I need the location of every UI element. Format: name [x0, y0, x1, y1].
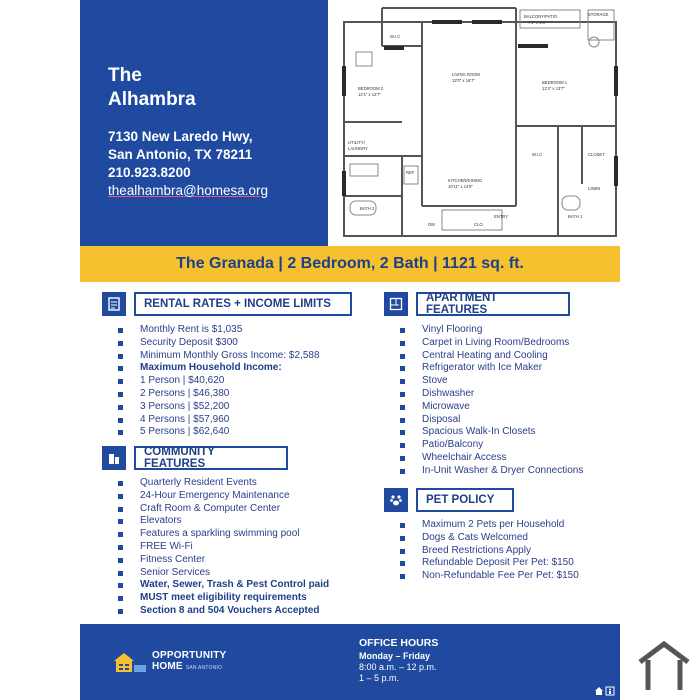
community-section-title: COMMUNITY FEATURES	[134, 446, 288, 470]
rental-list: Monthly Rent is $1,035 Security Deposit …	[118, 324, 320, 439]
home-icon[interactable]	[636, 640, 692, 692]
property-name-line1: The	[108, 65, 142, 86]
list-item: Craft Room & Computer Center	[118, 503, 329, 516]
floorplan-label-bedroom2: BEDROOM 2	[358, 86, 384, 91]
floorplan-label-bath1: BATH 1	[568, 214, 583, 219]
pet-section-title: PET POLICY	[416, 488, 514, 512]
list-item: 24-Hour Emergency Maintenance	[118, 490, 329, 503]
floorplan-label-wic-right: W.I.C	[532, 152, 542, 157]
list-item: Central Heating and Cooling	[400, 350, 583, 363]
apartment-section-header: APARTMENT FEATURES	[384, 292, 570, 316]
apartment-list: Vinyl Flooring Carpet in Living Room/Bed…	[400, 324, 583, 478]
apartment-section-title: APARTMENT FEATURES	[416, 292, 570, 316]
list-item: Breed Restrictions Apply	[400, 545, 579, 558]
list-item: Quarterly Resident Events	[118, 477, 329, 490]
floorplan-label-storage: STORAGE	[588, 12, 609, 17]
office-hours: OFFICE HOURS Monday – Friday 8:00 a.m. –…	[359, 638, 438, 684]
floorplan-label-bath2: BATH 2	[360, 206, 375, 211]
paw-icon	[384, 488, 408, 512]
phone-number[interactable]: 210.923.8200	[108, 165, 191, 180]
list-item: Microwave	[400, 401, 583, 414]
header-panel: The Alhambra 7130 New Laredo Hwy, San An…	[80, 0, 328, 246]
title-band: The Granada | 2 Bedroom, 2 Bath | 1121 s…	[80, 246, 620, 282]
floorplan-label-wic: W.I.C	[390, 34, 400, 39]
office-hours-morning: 8:00 a.m. – 12 p.m.	[359, 662, 437, 672]
floorplan-label-kitchen: KITCHEN/DINING	[448, 178, 482, 183]
list-item: Vinyl Flooring	[400, 324, 583, 337]
list-item: Refundable Deposit Per Pet: $150	[400, 557, 579, 570]
community-list: Quarterly Resident Events 24-Hour Emerge…	[118, 477, 329, 618]
list-item: Fitness Center	[118, 554, 329, 567]
equal-housing-icon	[595, 686, 615, 696]
list-item: 5 Persons | $62,640	[118, 426, 320, 439]
flyer-page: The Alhambra 7130 New Laredo Hwy, San An…	[80, 0, 620, 700]
floorplan-label-dw: DW	[428, 222, 435, 227]
floorplan-label-bedroom2-size: 12'1" x 12'7"	[358, 92, 381, 97]
list-item: Maximum 2 Pets per Household	[400, 519, 579, 532]
floorplan-label-ref: REF	[406, 170, 415, 175]
community-section-header: COMMUNITY FEATURES	[102, 446, 288, 470]
list-item: Patio/Balcony	[400, 439, 583, 452]
logo-mark-icon	[114, 653, 146, 672]
pet-section-header: PET POLICY	[384, 488, 514, 512]
list-item: Refrigerator with Ice Maker	[400, 362, 583, 375]
floorplan-label-clo: CLO	[474, 222, 483, 227]
footer: OPPORTUNITY HOME SAN ANTONIO OFFICE HOUR…	[80, 624, 620, 700]
email-link[interactable]: thealhambra@homesa.org	[108, 183, 269, 198]
list-item: 3 Persons | $52,200	[118, 401, 320, 414]
floorplan-icon	[384, 292, 408, 316]
list-item: In-Unit Washer & Dryer Connections	[400, 465, 583, 478]
list-item: MUST meet eligibility requirements	[118, 592, 329, 605]
contact-block: 7130 New Laredo Hwy, San Antonio, TX 782…	[108, 128, 268, 200]
list-item: Disposal	[400, 414, 583, 427]
floorplan-label-bedroom1: BEDROOM 1	[542, 80, 568, 85]
floorplan-label-living-size: 12'0" x 16'7"	[452, 78, 475, 83]
property-name-line2: Alhambra	[108, 89, 196, 110]
floorplan-label-closet: CLOSET	[588, 152, 605, 157]
list-item: Security Deposit $300	[118, 337, 320, 350]
list-item: Stove	[400, 375, 583, 388]
office-hours-days: Monday – Friday	[359, 651, 431, 661]
list-item: FREE Wi-Fi	[118, 541, 329, 554]
list-item: Carpet in Living Room/Bedrooms	[400, 337, 583, 350]
floorplan-label-kitchen-size: 10'11" x 14'5"	[448, 184, 473, 189]
list-item: Monthly Rent is $1,035	[118, 324, 320, 337]
floorplan-label-balcony-size: 7'4" x 5'6"	[528, 20, 547, 25]
address-line2: San Antonio, TX 78211	[108, 147, 253, 162]
floorplan-label-entry: ENTRY	[494, 214, 508, 219]
rental-section-header: RENTAL RATES + INCOME LIMITS	[102, 292, 352, 316]
rental-section-title: RENTAL RATES + INCOME LIMITS	[134, 292, 352, 316]
list-item: Maximum Household Income:	[118, 362, 320, 375]
address-line1: 7130 New Laredo Hwy,	[108, 129, 253, 144]
list-item: 2 Persons | $46,380	[118, 388, 320, 401]
list-item: 1 Person | $40,620	[118, 375, 320, 388]
office-hours-afternoon: 1 – 5 p.m.	[359, 673, 400, 683]
opportunity-home-logo: OPPORTUNITY HOME SAN ANTONIO	[112, 650, 226, 674]
list-item: Features a sparkling swimming pool	[118, 528, 329, 541]
floorplan-label-utility: UTILITY/	[348, 140, 366, 145]
property-name: The Alhambra	[108, 64, 196, 112]
list-item: Water, Sewer, Trash & Pest Control paid	[118, 579, 329, 592]
floorplan-label-laundry: LAUNDRY	[348, 146, 368, 151]
list-item: 4 Persons | $57,960	[118, 414, 320, 427]
list-item: Wheelchair Access	[400, 452, 583, 465]
office-hours-title: OFFICE HOURS	[359, 637, 439, 649]
floorplan-diagram: W.I.C BALCONY/PATIO 7'4" x 5'6" STORAGE …	[342, 7, 618, 237]
floorplan-label-living: LIVING ROOM	[452, 72, 480, 77]
floorplan-label-linen: LINEN	[588, 186, 600, 191]
document-icon	[102, 292, 126, 316]
list-item: Elevators	[118, 515, 329, 528]
building-icon	[102, 446, 126, 470]
list-item: Senior Services	[118, 567, 329, 580]
floorplan-label-bedroom1-size: 12'4" x 13'7"	[542, 86, 565, 91]
list-item: Spacious Walk-In Closets	[400, 426, 583, 439]
list-item: Minimum Monthly Gross Income: $2,588	[118, 350, 320, 363]
list-item: Non-Refundable Fee Per Pet: $150	[400, 570, 579, 583]
pet-list: Maximum 2 Pets per Household Dogs & Cats…	[400, 519, 579, 583]
list-item: Section 8 and 504 Vouchers Accepted	[118, 605, 329, 618]
floorplan-label-balcony: BALCONY/PATIO	[524, 14, 558, 19]
list-item: Dogs & Cats Welcomed	[400, 532, 579, 545]
logo-text: OPPORTUNITY HOME SAN ANTONIO	[152, 650, 227, 672]
list-item: Dishwasher	[400, 388, 583, 401]
